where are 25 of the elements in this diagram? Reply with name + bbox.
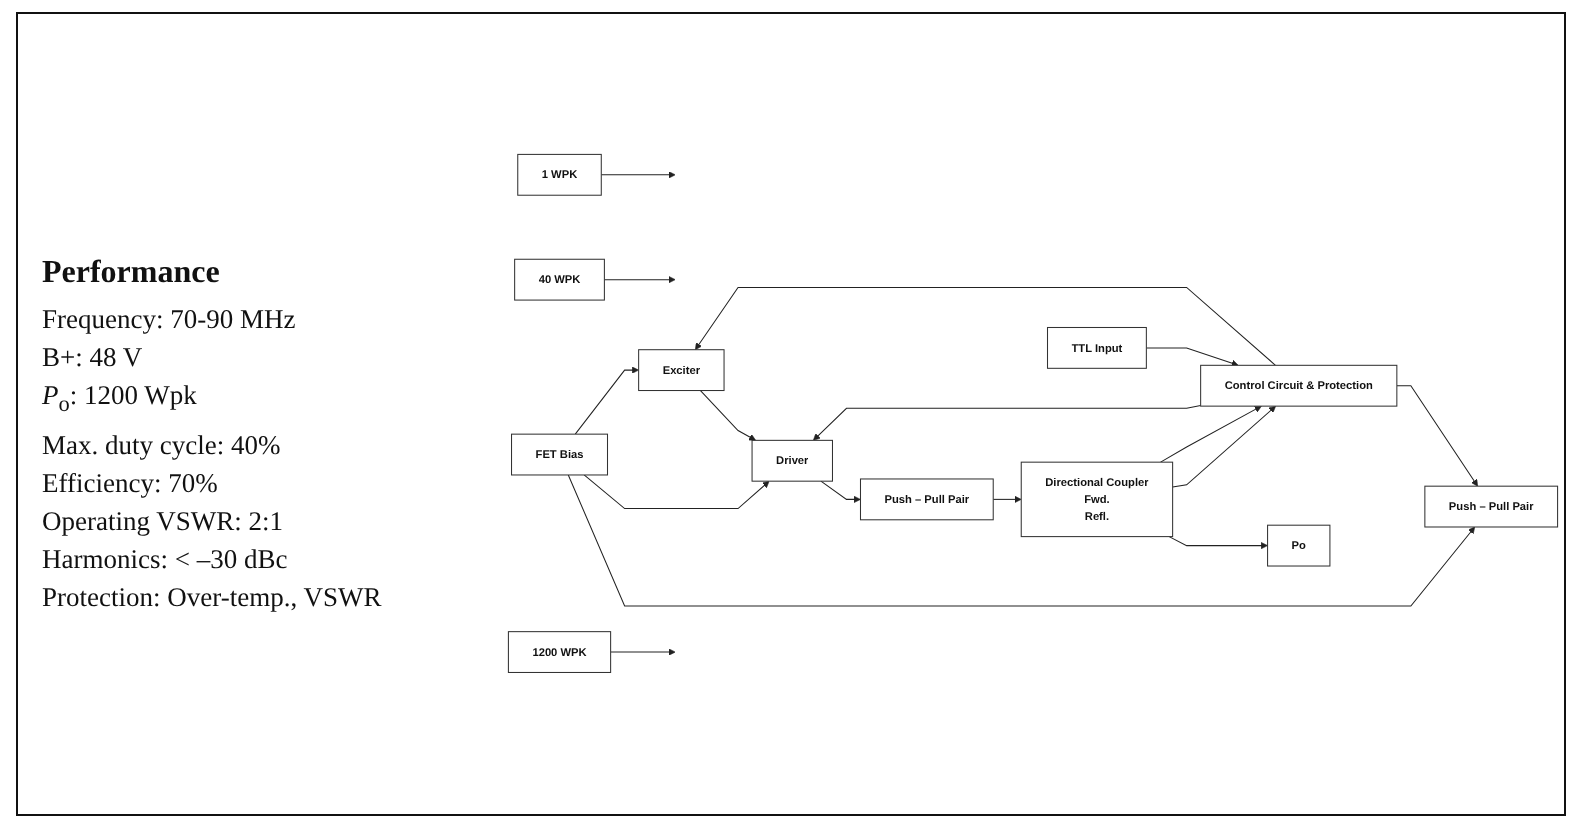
spec-line: Frequency: 70-90 MHz: [42, 302, 298, 338]
arrow: [695, 287, 1276, 367]
arrow: [1172, 406, 1276, 489]
spec-line: Protection: Over-temp., VSWR: [42, 579, 384, 616]
section-heading: Performance: [42, 254, 222, 292]
arrow: [700, 390, 756, 442]
arrow: [567, 475, 1476, 608]
arrow: [600, 171, 676, 179]
arrow: [574, 367, 639, 436]
arrow: [1145, 347, 1239, 368]
spec-line: P$_{o}$: 1200 Wpk: [42, 378, 199, 422]
arrow: [820, 481, 861, 504]
arrow: [583, 475, 770, 510]
arrow: [1168, 536, 1268, 550]
spec-line: Efficiency: 70%: [42, 465, 220, 502]
spec-line: Operating VSWR: 2:1: [42, 503, 285, 540]
arrow: [1160, 406, 1262, 464]
spec-line: B+: 48 V: [42, 340, 145, 376]
arrow: [610, 649, 676, 657]
arrow: [992, 496, 1022, 504]
spec-line: Max. duty cycle: 40%: [42, 427, 283, 464]
spec-line: Harmonics: < –30 dBc: [42, 541, 290, 578]
arrow: [813, 405, 1202, 442]
arrow: [1396, 385, 1478, 488]
arrow: [603, 276, 676, 284]
